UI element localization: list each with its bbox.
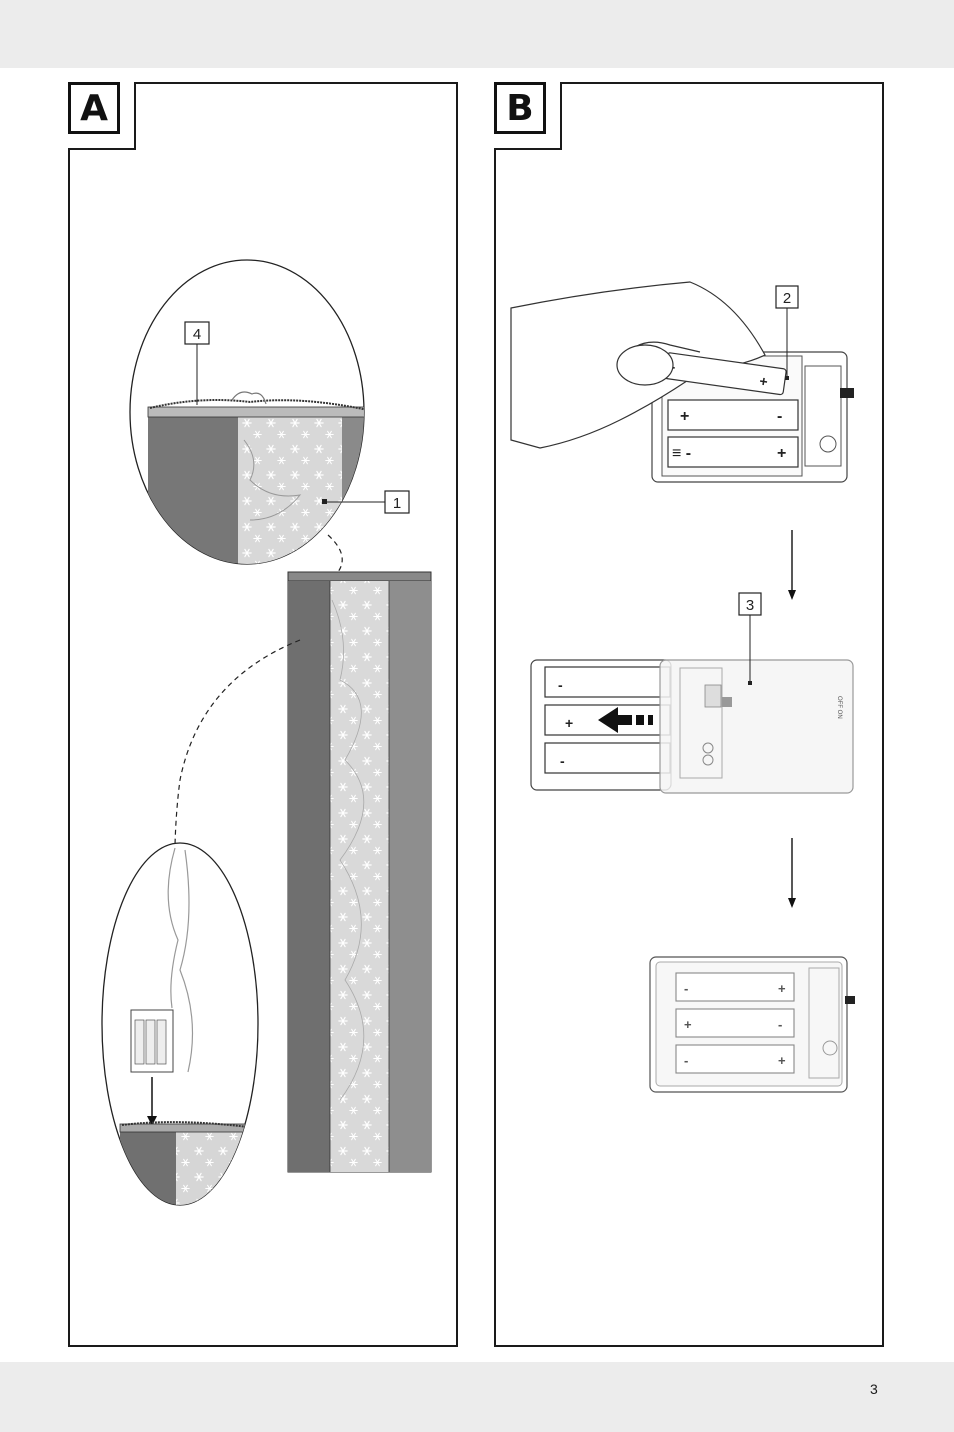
bag-zoom-bottom (102, 843, 258, 1218)
bag-zoom-top: 4 1 (130, 260, 409, 575)
svg-text:+: + (565, 715, 573, 731)
svg-text:+: + (684, 1017, 692, 1032)
svg-text:-: - (777, 408, 782, 425)
callout-3: 3 (746, 597, 754, 614)
svg-text:+: + (778, 981, 786, 996)
switch-label: OFF ON (836, 696, 842, 719)
svg-text:+: + (777, 445, 786, 462)
battery-box-step1: ≡ - + + - - + 2 (511, 282, 854, 482)
bag-full (288, 572, 431, 1172)
svg-text:-: - (558, 677, 563, 693)
svg-text:+: + (680, 408, 689, 425)
callout-4: 4 (193, 326, 201, 343)
svg-text:-: - (778, 1017, 782, 1032)
arrow-down-1 (788, 530, 796, 600)
svg-text:-: - (684, 1053, 688, 1068)
svg-text:-: - (684, 981, 688, 996)
callout-1: 1 (393, 495, 401, 512)
zoom-connector-top (328, 535, 342, 572)
callout-2: 2 (783, 290, 791, 307)
battery-box-step2: - + - OFF ON 3 (531, 593, 853, 793)
page-number: 3 (870, 1381, 878, 1397)
svg-text:-: - (560, 753, 565, 769)
svg-text:≡ -: ≡ - (672, 445, 691, 462)
svg-text:+: + (778, 1053, 786, 1068)
zoom-connector-bottom (175, 640, 300, 845)
arrow-down-2 (788, 838, 796, 908)
battery-box-step3: - + + - - + (650, 957, 855, 1092)
